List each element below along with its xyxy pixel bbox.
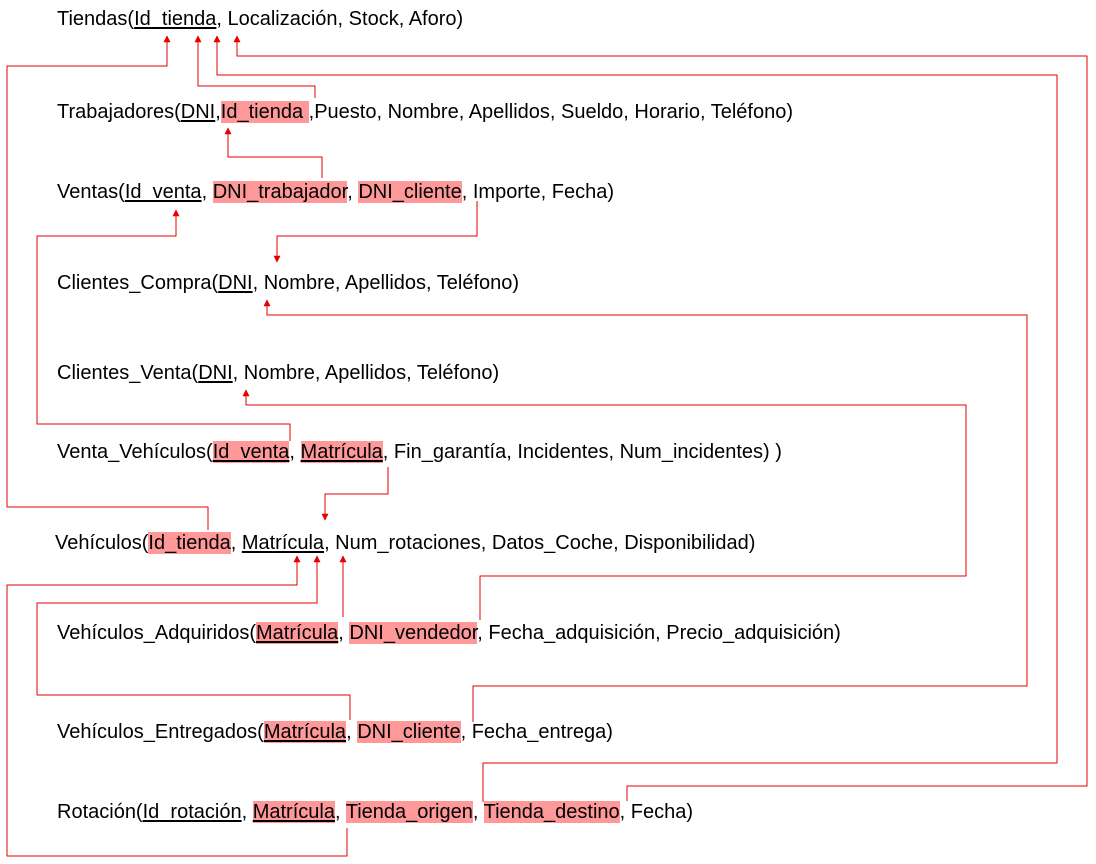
foreign-key-arrow <box>242 389 967 620</box>
table-trabajadores: Trabajadores(DNI,Id_tienda ,Puesto, Nomb… <box>57 100 793 124</box>
table-vehiculos-adquiridos: Vehículos_Adquiridos(Matrícula, DNI_vend… <box>57 621 841 645</box>
schema-text: , <box>289 441 301 463</box>
schema-text: Clientes_Venta( <box>57 362 199 384</box>
primary-key-field: Id_rotación <box>142 801 242 823</box>
table-clientes-compra: Clientes_Compra(DNI, Nombre, Apellidos, … <box>57 271 519 295</box>
foreign-key-arrow <box>213 35 1058 802</box>
schema-text: , Nombre, Apellidos, Teléfono) <box>232 362 500 384</box>
schema-text: Vehículos_Adquiridos( <box>57 622 257 644</box>
schema-text: , Fecha_entrega) <box>460 721 613 743</box>
foreign-key-arrow <box>6 555 348 857</box>
schema-text: Venta_Vehículos( <box>57 441 213 463</box>
schema-text: , <box>215 101 221 123</box>
schema-text: , Nombre, Apellidos, Teléfono) <box>252 272 520 294</box>
table-ventas: Ventas(Id_venta, DNI_trabajador, DNI_cli… <box>57 180 614 204</box>
foreign-key-arrow <box>233 35 1088 801</box>
foreign-key-field: DNI_vendedor <box>349 622 478 644</box>
table-vehiculos: Vehículos(Id_tienda, Matrícula, Num_rota… <box>55 531 755 555</box>
foreign-key-arrow <box>224 127 323 178</box>
schema-text: Trabajadores( <box>57 101 181 123</box>
table-rotacion: Rotación(Id_rotación, Matrícula, Tienda_… <box>57 800 693 824</box>
schema-text: , Fecha_adquisición, Precio_adquisición) <box>477 622 841 644</box>
foreign-key-arrow <box>194 35 316 98</box>
primary-key-field: DNI <box>198 362 233 384</box>
primary-key-field: DNI <box>218 272 253 294</box>
table-venta-vehiculos: Venta_Vehículos(Id_venta, Matrícula, Fin… <box>57 440 782 464</box>
foreign-key-field: Tienda_origen <box>345 801 473 823</box>
primary-key-field: Id_venta <box>124 181 202 203</box>
schema-text: , <box>346 721 358 743</box>
schema-text: , Importe, Fecha) <box>461 181 615 203</box>
foreign-key-arrow <box>36 555 351 720</box>
foreign-key-arrow <box>321 467 389 521</box>
table-clientes-venta: Clientes_Venta(DNI, Nombre, Apellidos, T… <box>57 361 499 385</box>
schema-text: Vehículos( <box>55 532 149 554</box>
primary-key-field: Matrícula <box>300 441 383 463</box>
primary-key-field: Matrícula <box>241 532 325 554</box>
foreign-key-arrow <box>6 35 209 530</box>
foreign-key-field: DNI_cliente <box>357 721 461 743</box>
schema-text: Clientes_Compra( <box>57 272 219 294</box>
table-tiendas: Tiendas(Id_tienda, Localización, Stock, … <box>57 7 463 31</box>
schema-text: Rotación( <box>57 801 143 823</box>
schema-text: , Num_rotaciones, Datos_Coche, Disponibi… <box>324 532 756 554</box>
foreign-key-field: Tienda_destino <box>483 801 620 823</box>
primary-key-field: Id_venta <box>212 441 290 463</box>
schema-text: Tiendas( <box>57 8 135 30</box>
primary-key-field: Id_tienda <box>134 8 217 30</box>
schema-text: , Localización, Stock, Aforo) <box>216 8 464 30</box>
schema-text: , Fecha) <box>619 801 694 823</box>
foreign-key-field: DNI_trabajador <box>212 181 348 203</box>
primary-key-field: Matrícula <box>256 622 339 644</box>
schema-text: , Fin_garantía, Incidentes, Num_incident… <box>382 441 782 463</box>
foreign-key-arrow <box>263 299 1028 722</box>
schema-text: , <box>334 801 346 823</box>
schema-text: Vehículos_Entregados( <box>57 721 264 743</box>
schema-text: , <box>347 181 359 203</box>
foreign-key-arrow <box>273 201 478 263</box>
primary-key-field: Matrícula <box>263 721 347 743</box>
foreign-key-field: Id_tienda <box>148 532 231 554</box>
schema-text: , <box>241 801 253 823</box>
primary-key-field: DNI <box>180 101 216 123</box>
primary-key-field: Matrícula <box>252 801 335 823</box>
schema-text: , <box>201 181 213 203</box>
schema-text: Ventas( <box>57 181 125 203</box>
foreign-key-field: DNI_cliente <box>358 181 462 203</box>
foreign-key-arrow <box>36 209 291 441</box>
schema-text: , <box>230 532 242 554</box>
foreign-key-field: Id_tienda <box>220 101 309 123</box>
schema-text: , <box>472 801 484 823</box>
schema-text: , <box>338 622 350 644</box>
schema-text: ,Puesto, Nombre, Apellidos, Sueldo, Hora… <box>308 101 793 123</box>
table-vehiculos-entregados: Vehículos_Entregados(Matrícula, DNI_clie… <box>57 720 613 744</box>
